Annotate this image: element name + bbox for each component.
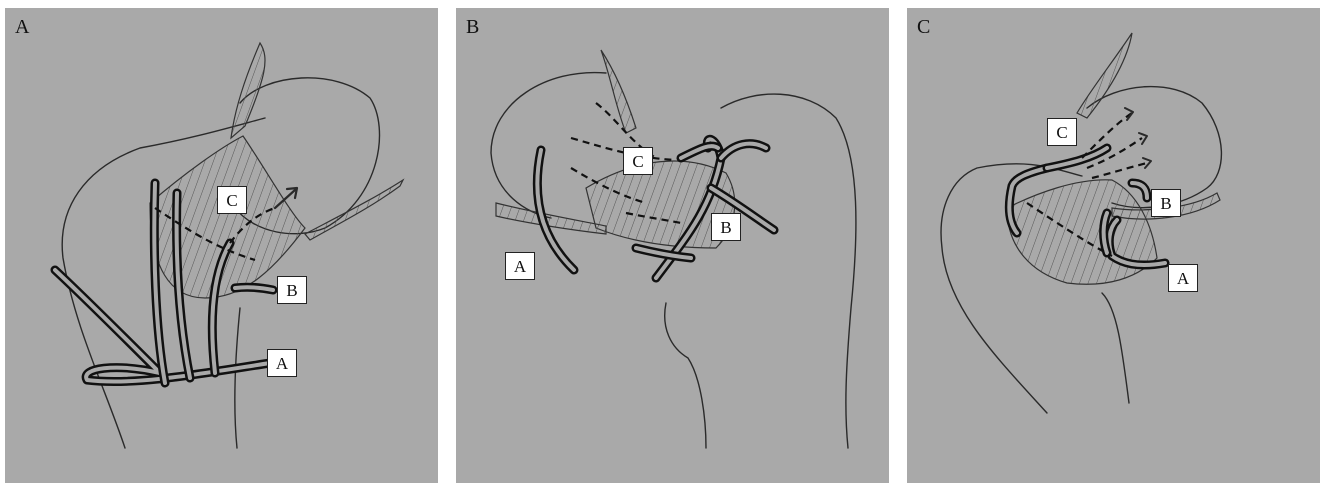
- panel-a-drawing: [5, 8, 438, 483]
- dashed-vessel-4: [1092, 163, 1147, 178]
- panel-letter: A: [15, 16, 29, 39]
- panel-letter: B: [466, 16, 479, 39]
- label-c: C: [623, 147, 653, 175]
- labrum-hatch: [231, 43, 265, 138]
- femur-outline-left: [665, 303, 706, 448]
- label-a: A: [267, 349, 297, 377]
- label-c: C: [1047, 118, 1077, 146]
- panel-b: B A B C: [456, 8, 889, 483]
- label-b: B: [711, 213, 741, 241]
- panel-c-drawing: [907, 8, 1320, 483]
- panel-b-drawing: [456, 8, 889, 483]
- femur-shaft-right: [1102, 293, 1129, 403]
- panel-letter: C: [917, 16, 930, 39]
- label-b: B: [1151, 189, 1181, 217]
- label-a: A: [505, 252, 535, 280]
- arrow-heads: [1125, 108, 1151, 168]
- labrum-hatch-left: [496, 203, 606, 234]
- panel-c: C A B C: [907, 8, 1320, 483]
- label-b: B: [277, 276, 307, 304]
- label-c: C: [217, 186, 247, 214]
- labrum-hatch-lower: [305, 180, 403, 240]
- panel-a: A A B C: [5, 8, 438, 483]
- labrum-hatch: [601, 50, 636, 133]
- labrum-hatch: [1077, 33, 1132, 118]
- label-a: A: [1168, 264, 1198, 292]
- femur-shaft-right: [235, 308, 240, 448]
